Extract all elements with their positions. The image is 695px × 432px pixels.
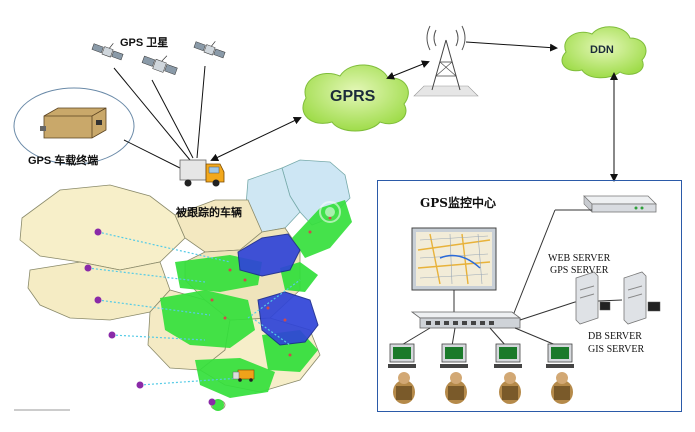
gprs-cloud-icon: [302, 64, 409, 132]
map-vehicle-icon: [232, 369, 255, 382]
monitoring-center-title: GPS监控中心: [420, 196, 496, 210]
ddn-label: DDN: [590, 44, 614, 56]
operator-icon: [445, 372, 467, 404]
satellite-icon: [91, 43, 124, 61]
tower-ddn-link: [465, 41, 558, 52]
db-server-label: DB SERVER: [588, 331, 642, 342]
server-icon: [575, 271, 611, 325]
gps-terminal-label: GPS 车载终端: [28, 155, 99, 167]
gprs-label: GPRS: [330, 88, 376, 105]
workstation-links: [399, 327, 559, 347]
monitor-icon: [388, 343, 416, 368]
satellite-icon: [141, 55, 178, 75]
gps-terminal-icon: [13, 87, 135, 165]
antenna-tower-icon: [413, 25, 479, 97]
operator-icon: [551, 372, 573, 404]
monitor-icon: [546, 343, 574, 368]
map-screen-icon: [411, 227, 497, 291]
satellite-icon: [193, 41, 226, 59]
gps-satellite-label: GPS 卫星: [120, 37, 169, 49]
operator-icon: [499, 372, 521, 404]
gis-server-label: GIS SERVER: [588, 344, 645, 355]
china-map: [19, 159, 352, 411]
router-icon: [583, 195, 657, 213]
server-icon: [623, 271, 661, 325]
web-server-label: WEB SERVER: [548, 253, 611, 264]
truck-icon: [179, 159, 225, 187]
ddn-cloud-icon: [561, 26, 647, 79]
monitor-icon: [494, 343, 522, 368]
monitor-icon: [440, 343, 468, 368]
operator-icon: [393, 372, 415, 404]
truck-gprs-link: [210, 116, 302, 162]
watermark-emblem: [319, 201, 341, 223]
monitoring-center-box: GPS监控中心 WEB SERVER GPS SERVER DB SERVER …: [377, 180, 682, 412]
gprs-tower-link: [386, 60, 430, 80]
gps-server-label: GPS SERVER: [550, 265, 609, 276]
tracked-vehicle-label: 被跟踪的车辆: [176, 207, 242, 219]
satellite-links: [113, 65, 206, 161]
terminal-link: [123, 139, 189, 173]
hub-icon: [410, 311, 522, 329]
